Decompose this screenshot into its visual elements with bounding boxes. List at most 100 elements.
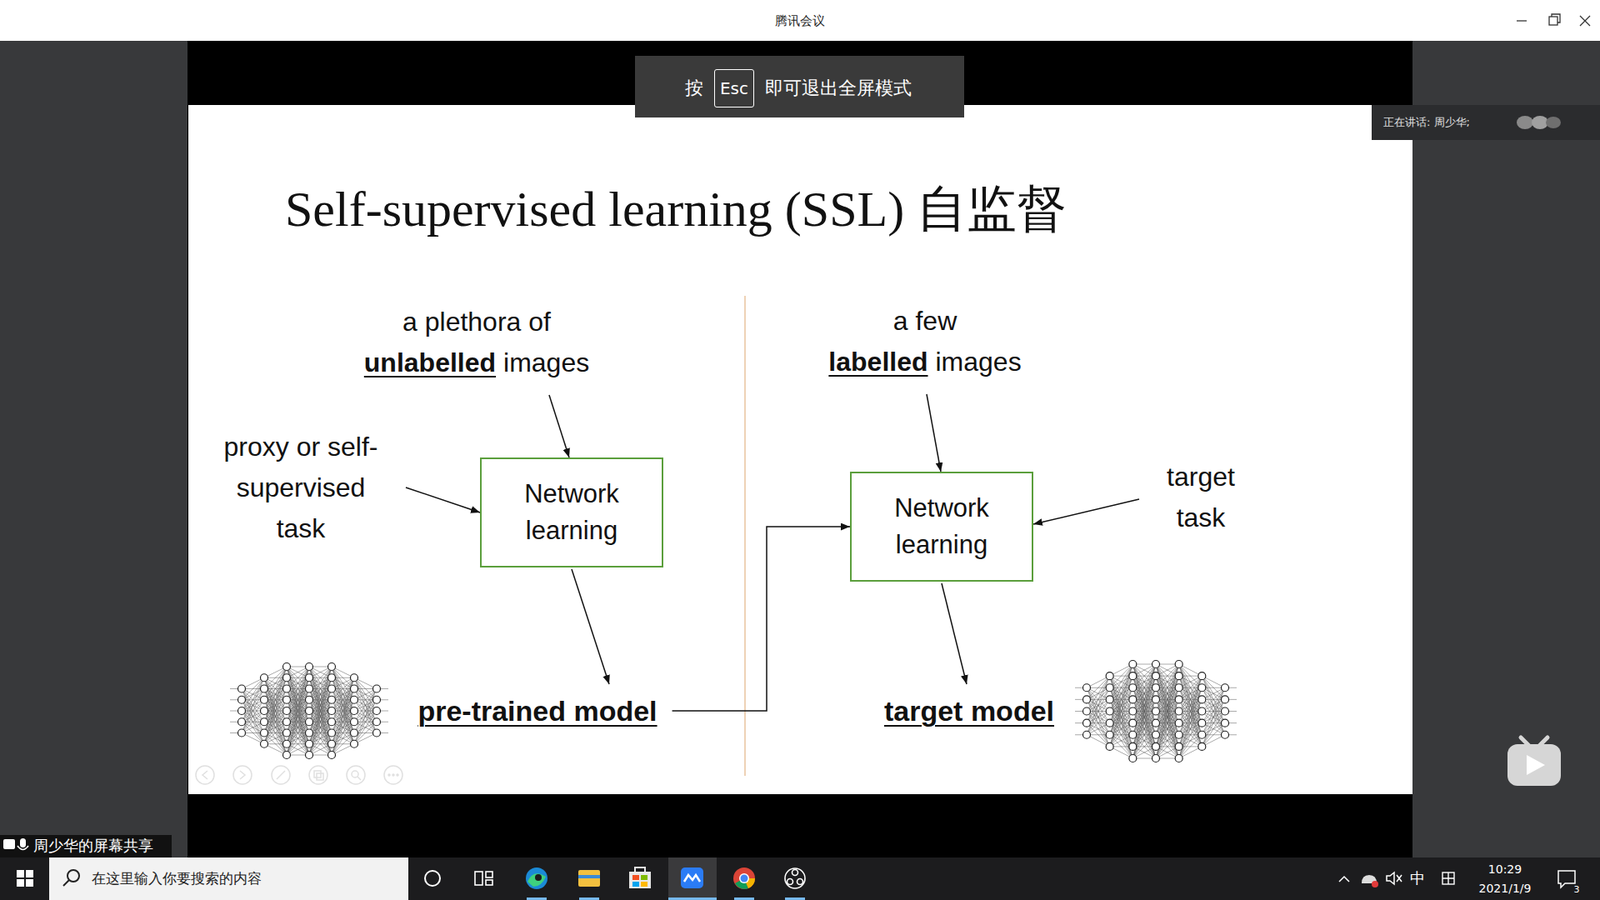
network-neuron (1198, 742, 1206, 750)
network-connection (331, 677, 355, 733)
network-connection (286, 700, 310, 755)
window-title-bar (0, 0, 1600, 41)
network-neuron (1105, 742, 1114, 750)
network-connection (309, 721, 332, 755)
network-neuron (283, 751, 291, 760)
speaker-avatars (1545, 116, 1561, 129)
speaker-panel (1371, 105, 1600, 140)
meeting-app-icon (684, 875, 700, 882)
network-connection (264, 710, 287, 745)
network-neuron (1221, 684, 1230, 692)
network-neuron (1105, 684, 1114, 692)
task-note: target task (1155, 456, 1247, 539)
network-neuron (373, 685, 381, 693)
explorer-icon (578, 875, 600, 879)
network-connection (1155, 699, 1180, 759)
network-connection (1110, 711, 1134, 747)
network-neuron (1129, 707, 1137, 715)
network-connection (1132, 664, 1156, 700)
store-icon (629, 871, 651, 889)
network-neuron (238, 729, 246, 737)
network-connection (331, 677, 355, 733)
network-neuron (328, 685, 336, 693)
network-neuron (328, 729, 336, 737)
network-connection (1179, 675, 1203, 735)
task-view-icon (475, 871, 493, 885)
window-title: 腾讯会议 (775, 13, 825, 29)
network-connection (1086, 699, 1110, 735)
network-neuron (1083, 695, 1091, 704)
network-connection (1132, 664, 1156, 724)
network-connection (286, 666, 310, 722)
network-neuron (283, 695, 291, 704)
edge-icon (535, 874, 542, 881)
network-neuron (1152, 719, 1160, 727)
network-connection (1155, 723, 1180, 759)
running-indicators (579, 897, 600, 900)
network-neuron (260, 740, 269, 748)
network-connection (309, 700, 332, 755)
store-icon (629, 867, 651, 889)
network-neuron (373, 707, 381, 715)
network-connection (1086, 675, 1110, 711)
network-connection (1179, 699, 1203, 759)
clock-time: 10:29 (1488, 862, 1522, 877)
slide-controls (271, 765, 290, 785)
network-connection (331, 666, 355, 700)
network-connection (241, 700, 265, 734)
tray-volume-icon (1386, 872, 1395, 885)
slide-controls (202, 770, 208, 780)
network-neuron (350, 695, 359, 704)
network-neuron (1129, 684, 1137, 692)
network-neuron (305, 707, 314, 715)
clock-date: 2021/1/9 (1479, 881, 1532, 896)
store-icon (632, 875, 640, 880)
network-neuron (1175, 695, 1183, 704)
network-connection (1086, 675, 1110, 735)
emphasis-text: target model (884, 694, 1055, 728)
network-neuron (350, 740, 359, 748)
network-neuron (1083, 707, 1091, 715)
network-neuron (1083, 719, 1091, 727)
speaker-avatars (1516, 115, 1561, 130)
tray-ime-icon (1442, 872, 1455, 885)
network-neuron (238, 707, 246, 715)
network-neuron (1175, 742, 1183, 750)
network-connection (1179, 675, 1203, 711)
network-connection (241, 677, 265, 733)
network-neuron (328, 674, 336, 682)
network-neuron (1175, 707, 1183, 715)
network-connection (354, 689, 377, 723)
network-connection (264, 700, 287, 755)
action-center-icon (1558, 870, 1575, 888)
chrome-icon (733, 867, 755, 890)
obs-icon (787, 879, 794, 885)
network-neuron (1198, 672, 1206, 680)
task-note: proxy or self- supervised task (217, 426, 385, 550)
ime-indicator: 中 (1410, 869, 1425, 888)
active-app-highlight (668, 857, 717, 900)
node-text: Network learning (868, 490, 1015, 564)
network-neuron (305, 718, 314, 726)
running-indicators (668, 897, 717, 900)
network-connection (286, 666, 310, 700)
tray-network-icon (1361, 875, 1379, 888)
network-connection (1110, 687, 1134, 747)
network-connection (286, 666, 310, 722)
network-neuron (283, 729, 291, 737)
window-controls (1516, 14, 1590, 26)
video-site-icon (1507, 737, 1561, 786)
network-neuron (1175, 660, 1183, 669)
network-neuron (1105, 707, 1114, 715)
network-connection (286, 700, 310, 755)
explorer-icon (578, 870, 600, 887)
network-neuron (350, 685, 359, 693)
node-text: images (935, 341, 1021, 383)
store-icon (632, 881, 640, 887)
network-neuron (305, 695, 314, 704)
network-neuron (1152, 660, 1160, 669)
emphasis-text: unlabelled (364, 342, 496, 384)
network-neuron (1105, 730, 1114, 739)
slide-controls (396, 774, 399, 776)
tray-ime-icon (1442, 872, 1455, 885)
